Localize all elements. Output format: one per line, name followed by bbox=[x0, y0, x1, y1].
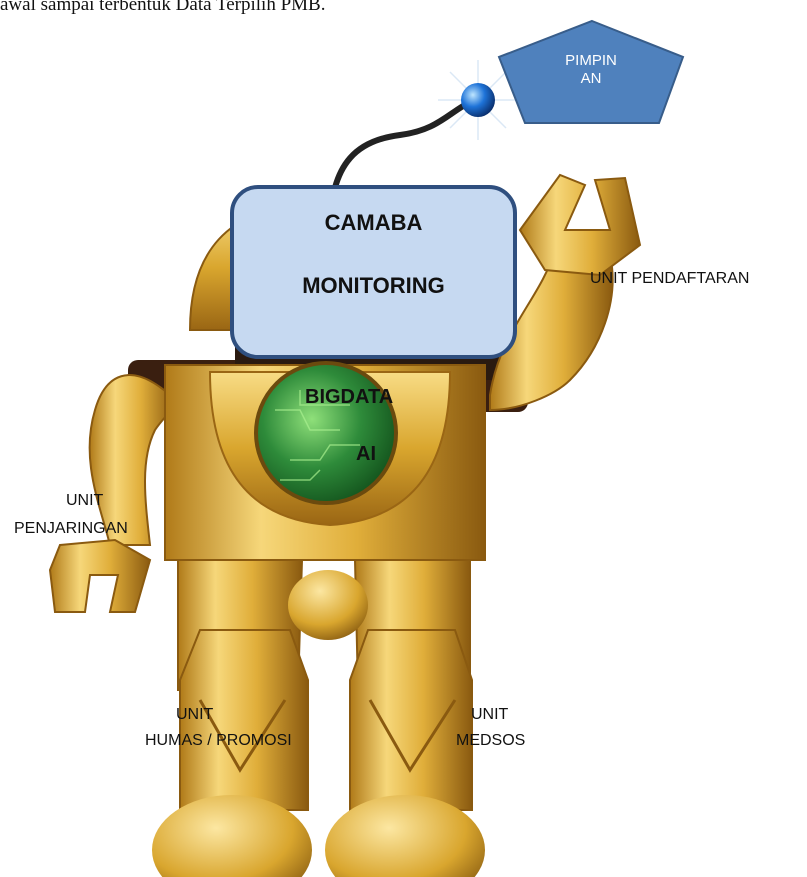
left-foot bbox=[152, 795, 312, 877]
head-box-subtitle: MONITORING bbox=[302, 273, 445, 298]
pentagon-label-line-1: PIMPIN bbox=[565, 52, 617, 69]
pentagon-label: PIMPIN AN bbox=[545, 52, 637, 88]
pentagon-shape bbox=[497, 19, 685, 124]
right-arm bbox=[489, 248, 614, 412]
antenna-cable bbox=[327, 97, 477, 231]
chest-label-ai: AI bbox=[356, 443, 376, 465]
label-unit-medsos-1: UNIT bbox=[471, 706, 509, 723]
label-unit-pendaftaran: UNIT PENDAFTARAN bbox=[590, 270, 750, 287]
label-unit-penjaringan-2: PENJARINGAN bbox=[14, 520, 128, 537]
pentagon-label-line-2: AN bbox=[580, 70, 602, 87]
hip-ball bbox=[288, 570, 368, 640]
page-caption: awal sampai terbentuk Data Terpilih PMB. bbox=[0, 0, 326, 15]
right-hand bbox=[518, 173, 642, 277]
label-unit-humas-1: UNIT bbox=[176, 706, 214, 723]
right-foot bbox=[325, 795, 485, 877]
head-box bbox=[230, 185, 517, 359]
label-unit-penjaringan-1: UNIT bbox=[66, 492, 104, 509]
chest-globe bbox=[254, 361, 398, 505]
antenna-bulb bbox=[461, 83, 495, 117]
left-hand bbox=[48, 538, 152, 613]
label-unit-humas-2: HUMAS / PROMOSI bbox=[145, 732, 292, 749]
head-box-title: CAMABA bbox=[324, 210, 423, 235]
right-boot bbox=[349, 629, 473, 811]
label-unit-medsos-2: MEDSOS bbox=[456, 732, 526, 749]
chest-label-bigdata: BIGDATA bbox=[305, 386, 394, 408]
